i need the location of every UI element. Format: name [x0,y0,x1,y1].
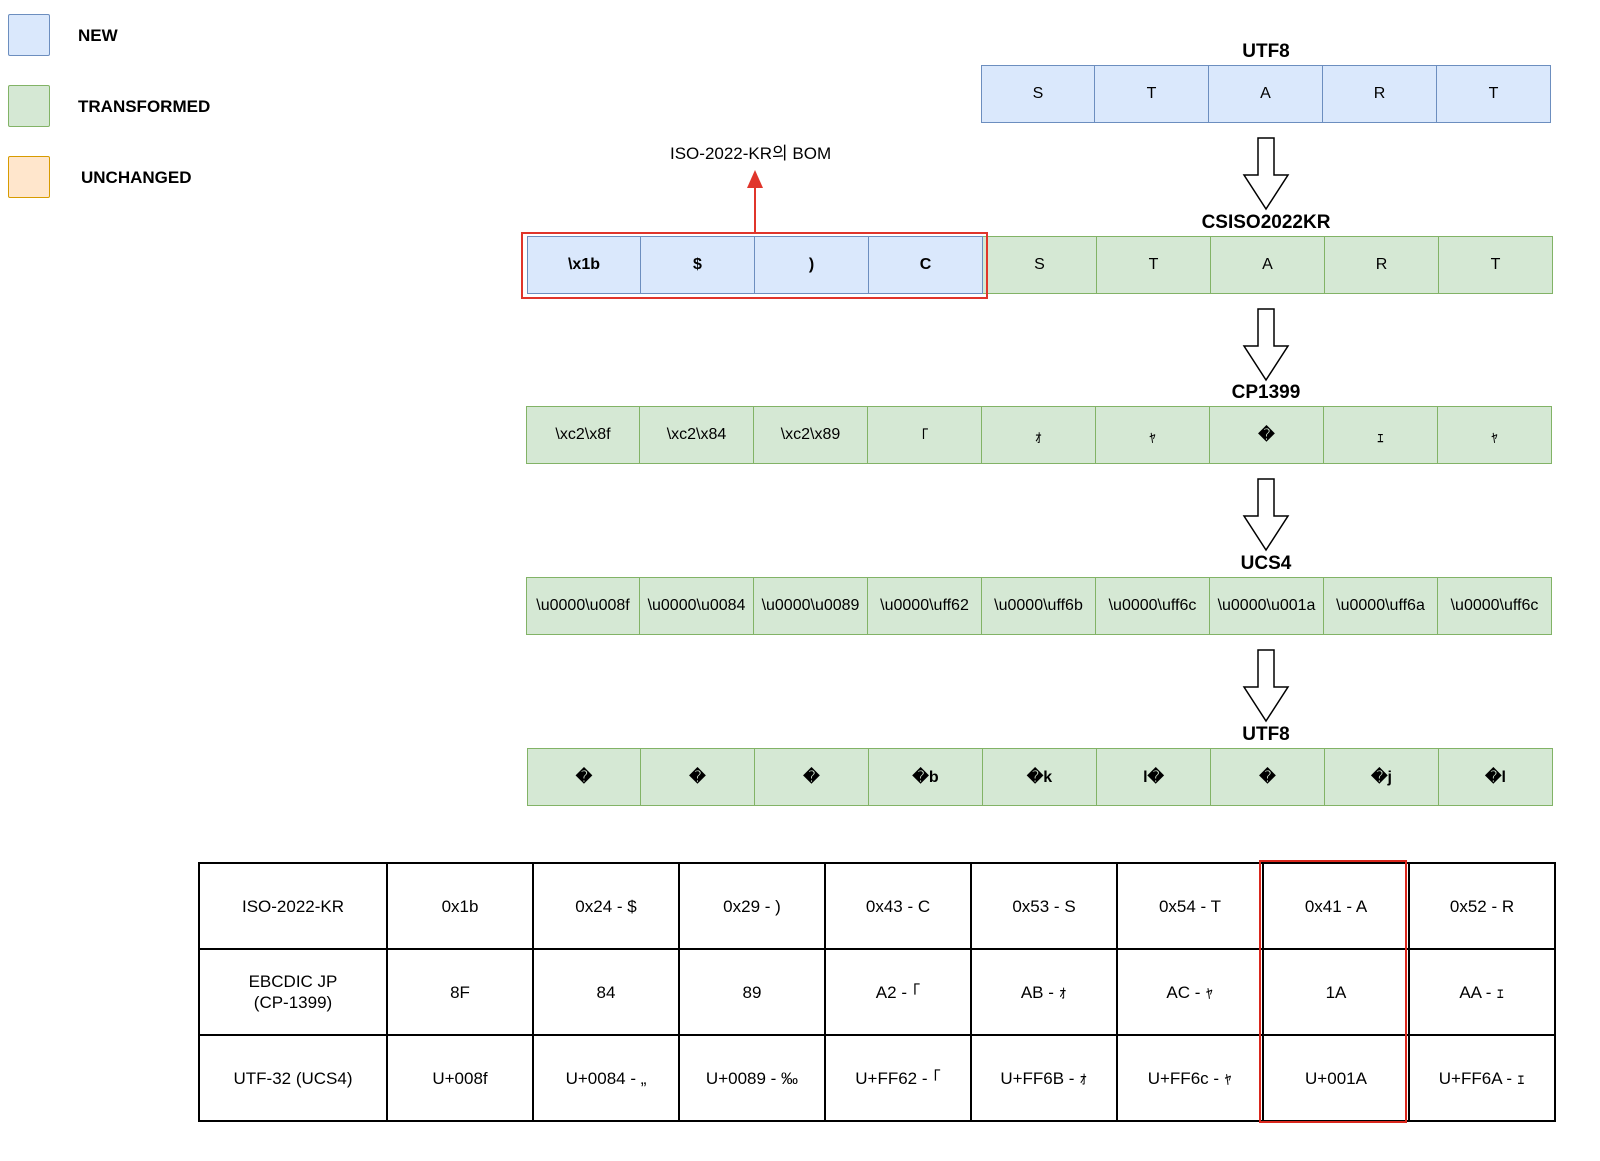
byte-cell: �b [869,748,983,806]
byte-cell: T [1095,65,1209,123]
byte-cell: T [1097,236,1211,294]
byte-cell: ) [755,236,869,294]
table-cell: 0x43 - C [824,862,972,950]
table-cell: 0x53 - S [970,862,1118,950]
byte-cell: $ [641,236,755,294]
byte-cell: � [527,748,641,806]
down-arrow-icon [1242,478,1290,552]
byte-cell: �l [1439,748,1553,806]
legend-swatch-unchanged [8,156,50,198]
legend-label-transformed: TRANSFORMED [78,97,211,116]
byte-cell: ｬ [1438,406,1552,464]
encoding-row-2: \xc2\x8f\xc2\x84\xc2\x89｢ｫｬ�ｪｬ [526,406,1552,464]
down-arrow-icon [1242,308,1290,382]
encoding-row-3: \u0000\u008f\u0000\u0084\u0000\u0089\u00… [526,577,1552,635]
row-title-2: CP1399 [1231,382,1301,403]
byte-cell: T [1439,236,1553,294]
table-row-header: UTF-32 (UCS4) [198,1034,388,1122]
table-cell: 0x52 - R [1408,862,1556,950]
byte-cell: \u0000\uff6c [1096,577,1210,635]
byte-cell: \u0000\uff6a [1324,577,1438,635]
byte-cell: ｢ [868,406,982,464]
table-row-header: EBCDIC JP (CP-1399) [198,948,388,1036]
byte-cell: R [1323,65,1437,123]
row-title-4: UTF8 [1242,724,1290,745]
table-cell: AA - ｪ [1408,948,1556,1036]
table-cell: 8F [386,948,534,1036]
table-row-header: ISO-2022-KR [198,862,388,950]
table-cell: U+FF6c - ｬ [1116,1034,1264,1122]
byte-cell: S [981,65,1095,123]
byte-cell: ｬ [1096,406,1210,464]
table-cell: U+FF62 - ｢ [824,1034,972,1122]
table-cell: 0x54 - T [1116,862,1264,950]
byte-cell: \x1b [527,236,641,294]
table-cell: AB - ｫ [970,948,1118,1036]
byte-cell: T [1437,65,1551,123]
byte-cell: � [641,748,755,806]
byte-cell: A [1211,236,1325,294]
legend-label-unchanged: UNCHANGED [81,168,192,187]
table-cell: 0x29 - ) [678,862,826,950]
byte-cell: ｪ [1324,406,1438,464]
byte-cell: ｫ [982,406,1096,464]
bom-label: ISO-2022-KR의 BOM [670,144,832,163]
table-cell: U+0089 - ‰ [678,1034,826,1122]
table-cell: 0x24 - $ [532,862,680,950]
byte-cell: \u0000\uff6c [1438,577,1552,635]
table-cell: U+0084 - „ [532,1034,680,1122]
table-cell: 0x41 - A [1262,862,1410,950]
table-cell: AC - ｬ [1116,948,1264,1036]
byte-cell: \u0000\uff62 [868,577,982,635]
byte-cell: \u0000\uff6b [982,577,1096,635]
table-cell: U+FF6A - ｪ [1408,1034,1556,1122]
byte-cell: �k [983,748,1097,806]
byte-cell: C [869,236,983,294]
byte-cell: � [1210,406,1324,464]
bom-arrow-icon [747,170,763,232]
byte-cell: \u0000\u008f [526,577,640,635]
table-cell: 0x1b [386,862,534,950]
table-cell: 89 [678,948,826,1036]
table-cell: 84 [532,948,680,1036]
legend-label-new: NEW [78,26,118,45]
byte-cell: \xc2\x84 [640,406,754,464]
byte-cell: \u0000\u0084 [640,577,754,635]
bom-highlight-box [521,232,988,299]
down-arrow-icon [1242,137,1290,211]
table-cell: 1A [1262,948,1410,1036]
byte-cell: l� [1097,748,1211,806]
table-cell: U+001A [1262,1034,1410,1122]
byte-cell: \u0000\u0089 [754,577,868,635]
byte-cell: \xc2\x8f [526,406,640,464]
down-arrow-icon [1242,649,1290,723]
byte-cell: S [983,236,1097,294]
byte-cell: �j [1325,748,1439,806]
table-cell: U+FF6B - ｫ [970,1034,1118,1122]
byte-cell: R [1325,236,1439,294]
row-title-1: CSISO2022KR [1201,212,1331,233]
table-cell: U+008f [386,1034,534,1122]
byte-cell: � [755,748,869,806]
row-title-0: UTF8 [1242,41,1290,62]
legend-swatch-new [8,14,50,56]
byte-cell: � [1211,748,1325,806]
byte-cell: \u0000\u001a [1210,577,1324,635]
legend-swatch-transformed [8,85,50,127]
byte-cell: A [1209,65,1323,123]
row-title-3: UCS4 [1240,553,1292,574]
table-cell: A2 - ｢ [824,948,972,1036]
byte-cell: \xc2\x89 [754,406,868,464]
